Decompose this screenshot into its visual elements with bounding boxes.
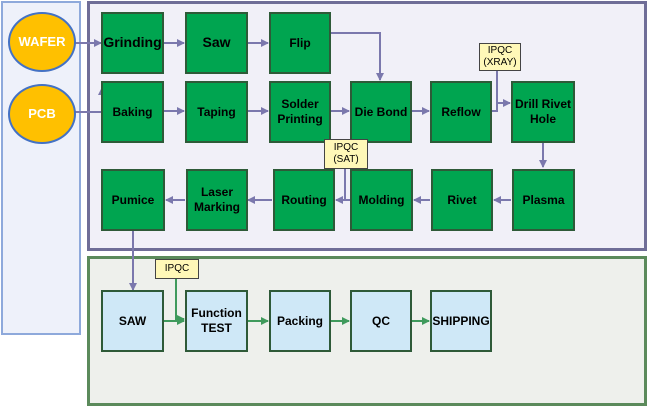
drill-rivet-hole-step: Drill Rivet Hole [511, 81, 575, 143]
rivet-step: Rivet [431, 169, 493, 231]
reflow-step: Reflow [430, 81, 492, 143]
die-bond-step: Die Bond [350, 81, 412, 143]
molding-step: Molding [350, 169, 413, 231]
taping-step: Taping [185, 81, 248, 143]
pcb-node: PCB [8, 84, 76, 144]
function-test-step: Function TEST [185, 290, 248, 352]
wafer-node: WAFER [8, 12, 76, 72]
packing-step: Packing [269, 290, 331, 352]
shipping-step: SHIPPING [430, 290, 492, 352]
final-saw-step: SAW [101, 290, 164, 352]
ipqc-xray-note: IPQC (XRAY) [479, 43, 521, 71]
solder-printing-step: Solder Printing [269, 81, 331, 143]
arrow-ipqc-functiontest [175, 279, 185, 323]
ipqc-note: IPQC [155, 259, 199, 279]
arrow-pcb-baking [75, 87, 106, 113]
qc-step: QC [350, 290, 412, 352]
pumice-step: Pumice [101, 169, 165, 231]
ipqc-sat-note: IPQC (SAT) [324, 139, 368, 169]
arrow-reflow-drill [492, 99, 511, 112]
baking-step: Baking [101, 81, 164, 143]
flip-step: Flip [269, 12, 331, 74]
laser-marking-step: Laser Marking [186, 169, 248, 231]
grinding-step: Grinding [101, 12, 164, 74]
plasma-step: Plasma [512, 169, 575, 231]
routing-step: Routing [273, 169, 335, 231]
saw-step: Saw [185, 12, 248, 74]
arrow-flip-diebond [331, 32, 384, 81]
